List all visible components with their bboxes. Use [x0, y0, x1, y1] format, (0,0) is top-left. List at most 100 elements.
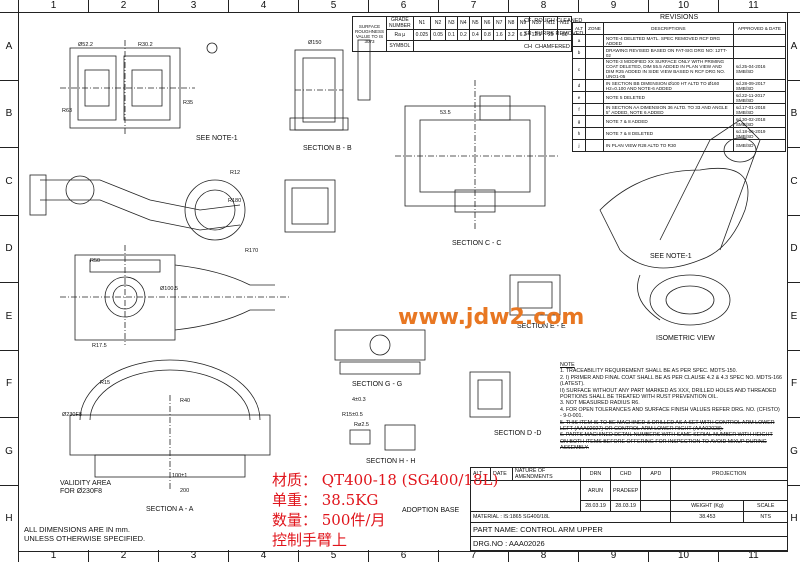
- note-number: 2.: [560, 374, 565, 381]
- revision-alt: j: [571, 139, 587, 152]
- ra-cell: 0.05: [430, 29, 446, 41]
- rev-header-desc: DESCRIPTIONS: [602, 22, 734, 35]
- overlay-part: 控制手臂上: [272, 531, 348, 549]
- revision-zone: [585, 34, 604, 47]
- note-text: PARTS MACHINED DETAIL NUMBERS WITH SAME …: [560, 432, 773, 452]
- note-text: FOR OPEN TOLERANCES AND SURFACE FINISH V…: [560, 406, 780, 420]
- revision-zone: [585, 58, 604, 80]
- symbol-label: SYMBOL: [386, 40, 414, 52]
- dim-label: Rø2.5: [354, 422, 369, 428]
- zone-marker: 9: [578, 0, 648, 12]
- revision-row: c NOTE-3 MODIFIED XX SURFACE ONLY WITH PR…: [571, 58, 787, 80]
- note-text: THIS ITEM IS TO BE MACHINED & DRILLED AS…: [560, 419, 775, 433]
- zone-marker: B: [0, 79, 18, 148]
- section-bb-view: [289, 49, 349, 131]
- tb-weight-label: WEIGHT (Kg): [670, 500, 745, 512]
- grade-cell: N4: [456, 16, 470, 30]
- revision-zone: [585, 79, 604, 92]
- note-number: 5.: [560, 419, 565, 426]
- grade-label: GRADE NUMBER: [386, 16, 414, 30]
- main-plan-view: [60, 245, 290, 345]
- tb-projection: PROJECTION: [670, 467, 788, 481]
- note-item: 3. NOT MEASURED RADIUS R6.: [560, 400, 782, 406]
- zone-marker: F: [0, 349, 18, 418]
- zone-marker: 3: [158, 0, 228, 12]
- notes-block: NOTE 1. TRACEABILITY REQUIREMENT SHALL B…: [560, 362, 782, 452]
- note-number: 1.: [560, 368, 565, 375]
- zone-marker: 6: [368, 550, 438, 562]
- dim-label: R170: [245, 248, 259, 254]
- note-text: II) SURFACE WITHOUT ANY PART MARKED AS X…: [560, 387, 777, 401]
- zone-marker: H: [0, 484, 18, 553]
- zone-marker: 1: [18, 0, 88, 12]
- ra-label: Ra µ: [386, 29, 414, 41]
- legend-cf: CF ROUGH CLEANED: [524, 18, 583, 24]
- revision-alt: c: [571, 58, 587, 80]
- grade-cell: N8: [504, 16, 518, 30]
- revision-desc: NOTE 7 & 8 DELETED: [602, 127, 734, 140]
- revision-zone: [585, 115, 604, 128]
- section-cc-view: [395, 80, 560, 230]
- revision-approved: [732, 46, 787, 59]
- zone-marker: 7: [438, 0, 508, 12]
- section-hh-view: [349, 424, 416, 451]
- legend-ch: CH CHAMFERED: [524, 44, 570, 50]
- rev-header-alt: ALT: [571, 22, 587, 35]
- dim-label: 53.5: [440, 110, 451, 116]
- revision-zone: [585, 91, 604, 104]
- label-section-ee: SECTION E - E: [517, 323, 566, 330]
- label-validity-area: VALIDITY AREA FOR Ø230F8: [60, 480, 112, 495]
- finish-header: SURFACE ROUGHNESS VALUE TO IS 3073: [352, 16, 387, 52]
- zone-marker: 9: [578, 550, 648, 562]
- zone-marker: 5: [298, 0, 368, 12]
- dim-label: 200: [180, 488, 190, 494]
- zone-marker: A: [0, 12, 18, 80]
- tb-apd: APD: [640, 467, 672, 481]
- revision-approved: SMB/SD: [732, 139, 787, 152]
- ra-cell: 0.4: [468, 29, 482, 41]
- ra-cell: 0.8: [480, 29, 494, 41]
- revision-approved: sd.30-02-2018 SMB/SD: [732, 115, 787, 128]
- notes-title: NOTE: [560, 362, 575, 368]
- zone-marker: F: [788, 349, 800, 418]
- revision-alt: b: [571, 46, 587, 59]
- zone-marker: D: [788, 214, 800, 283]
- zone-marker: 2: [88, 550, 158, 562]
- revision-approved: sd.18-06-2019 SMB/SD: [732, 127, 787, 140]
- title-block: ALT DATE NATURE OF AMENDMENTS DRN CHD AP…: [469, 467, 788, 551]
- note-item: 4. FOR OPEN TOLERANCES AND SURFACE FINIS…: [560, 407, 782, 420]
- zone-marker: 11: [718, 550, 788, 562]
- tb-scale: NTS: [743, 511, 788, 523]
- zone-marker: B: [788, 79, 800, 148]
- note-text: I) PRIMER AND FINAL COAT SHALL BE AS PER…: [560, 374, 782, 388]
- revision-desc: NOTE 5 DELETED: [602, 91, 734, 104]
- zone-marker: G: [0, 417, 18, 485]
- zone-marker: 11: [718, 0, 788, 12]
- tb-pradeep: PRADEEP: [609, 480, 642, 501]
- revision-zone: [585, 103, 604, 116]
- tb-part-name: PART NAME: CONTROL ARM UPPER: [470, 522, 788, 537]
- note-item: 6. PARTS MACHINED DETAIL NUMBERS WITH SA…: [560, 432, 782, 451]
- zone-marker: C: [0, 147, 18, 215]
- zone-marker: E: [0, 282, 18, 350]
- revision-alt: e: [571, 91, 587, 104]
- note-item: 5. THIS ITEM IS TO BE MACHINED & DRILLED…: [560, 420, 782, 433]
- zone-marker: 4: [228, 0, 298, 12]
- revision-desc: IN PLAN VIEW R28 ALTD TO R30: [602, 139, 734, 152]
- revision-desc: NOTE-3 MODIFIED XX SURFACE ONLY WITH PRI…: [602, 58, 734, 80]
- note-number: 3.: [560, 400, 565, 407]
- label-section-bb: SECTION B - B: [303, 145, 352, 152]
- grade-cell: N3: [444, 16, 458, 30]
- dim-label: R35: [183, 100, 194, 106]
- revision-alt: f: [571, 103, 587, 116]
- revision-approved: sd.17-01-2018 SMB/SD: [732, 103, 787, 116]
- revision-desc: NOTE 7 & 8 ADDED: [602, 115, 734, 128]
- overlay-quantity: 数量： 500件/月: [272, 511, 386, 529]
